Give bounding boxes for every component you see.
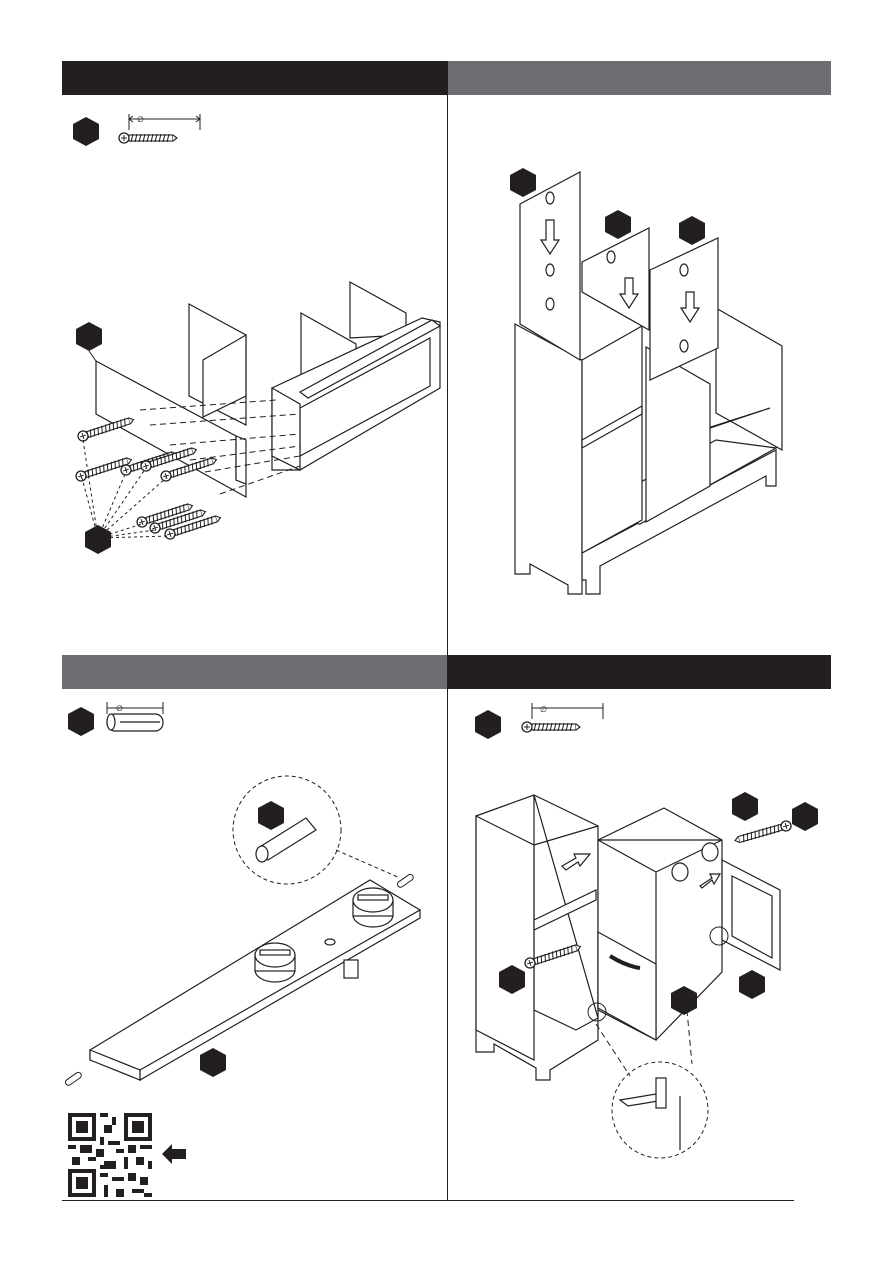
bottom-right-assembly: [476, 795, 780, 1080]
part-marker-hexagon: [510, 168, 536, 197]
screw-icon: [522, 722, 580, 732]
part-marker-hexagon: [739, 970, 765, 999]
part-marker-hexagon: [605, 210, 631, 239]
dowel-icon: [107, 714, 163, 731]
diameter-symbol: ∅: [540, 705, 547, 714]
bracket: [344, 960, 358, 978]
hinge-detail-circle: [612, 1062, 708, 1158]
part-marker-hexagon: [475, 710, 501, 739]
dowel-pin-right: [396, 873, 414, 888]
knob-left: [255, 943, 295, 982]
diameter-symbol: ∅: [116, 704, 123, 713]
screw-icon: [119, 133, 177, 143]
part-marker-hexagon: [792, 802, 818, 831]
arrow-left-icon: [160, 1142, 188, 1166]
part-marker-hexagon: [76, 322, 102, 351]
dowel-pin-left: [64, 1071, 82, 1086]
part-marker-hexagon: [68, 707, 94, 736]
part-marker-hexagon: [679, 216, 705, 245]
part-marker-hexagon: [73, 117, 99, 146]
part-marker-hexagon: [200, 1048, 226, 1077]
top-right-assembly: [515, 172, 782, 594]
qr-code-icon[interactable]: [68, 1113, 152, 1197]
knob-right: [353, 888, 393, 927]
diameter-symbol: ∅: [137, 115, 144, 124]
part-marker-hexagon: [732, 792, 758, 821]
knob-peg: [325, 939, 335, 945]
